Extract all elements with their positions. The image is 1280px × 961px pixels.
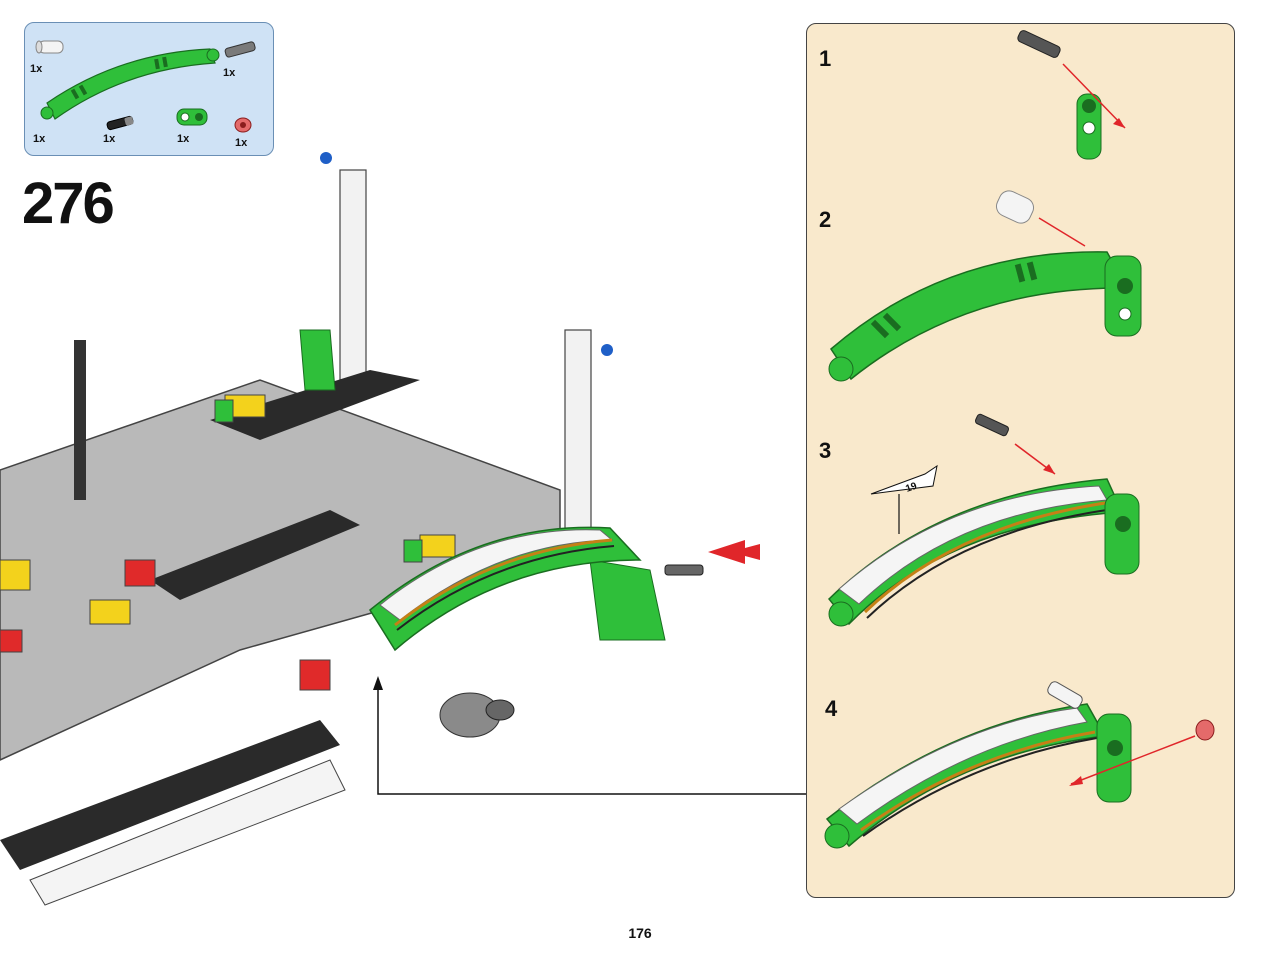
qty-label: 1x (103, 133, 116, 145)
substep-label-4: 4 (825, 696, 838, 721)
qty-label: 1x (235, 137, 248, 149)
blue-pin (601, 344, 613, 356)
black-beam (150, 510, 360, 600)
green-part (403, 539, 423, 563)
red-part (299, 659, 331, 691)
blue-pin (320, 152, 332, 164)
white-vertical-beam (339, 169, 367, 381)
step-number: 276 (22, 171, 115, 236)
sticker-number: 19 (904, 481, 919, 495)
parts-list-illustration (35, 40, 256, 133)
white-pin-connector-icon (35, 40, 64, 54)
yellow-part (89, 599, 131, 625)
substep-1-illustration (1017, 30, 1126, 160)
installed-green-panel (369, 526, 642, 652)
parts-list-box: 1x 1x 1x 1x 1x 1x (24, 22, 274, 156)
red-part (0, 629, 23, 653)
substep-2-illustration (828, 190, 1142, 382)
black-axle (74, 340, 86, 500)
red-part (124, 559, 156, 587)
substep-label-2: 2 (819, 207, 832, 232)
green-support (589, 559, 666, 641)
insert-arrow-icon (708, 540, 760, 564)
qty-label: 1x (30, 63, 43, 75)
green-curved-panel-icon (40, 48, 220, 120)
black-beam (0, 720, 340, 870)
page-number: 176 (628, 925, 652, 941)
black-axle-pin-icon (106, 115, 134, 131)
substep-label-1: 1 (819, 46, 832, 71)
qty-label: 1x (33, 133, 46, 145)
substep-illustrations: 19 (824, 30, 1215, 849)
axle-pin-inserting (664, 564, 704, 576)
qty-label: 1x (223, 67, 236, 79)
red-bush-icon (234, 117, 252, 133)
green-part (214, 399, 234, 423)
substep-label-3: 3 (819, 438, 832, 463)
white-beam (29, 759, 346, 906)
substep-3-illustration (827, 413, 1140, 627)
gray-axle-pin-icon (224, 41, 256, 58)
main-model-illustration (0, 152, 760, 906)
substep-4-illustration (824, 681, 1215, 849)
green-support (299, 329, 336, 391)
qty-label: 1x (177, 133, 190, 145)
black-beam (210, 370, 420, 440)
green-connector-beam-icon (176, 108, 208, 126)
substep-callout: 19 1 2 3 4 (806, 23, 1235, 898)
yellow-part (0, 559, 31, 591)
